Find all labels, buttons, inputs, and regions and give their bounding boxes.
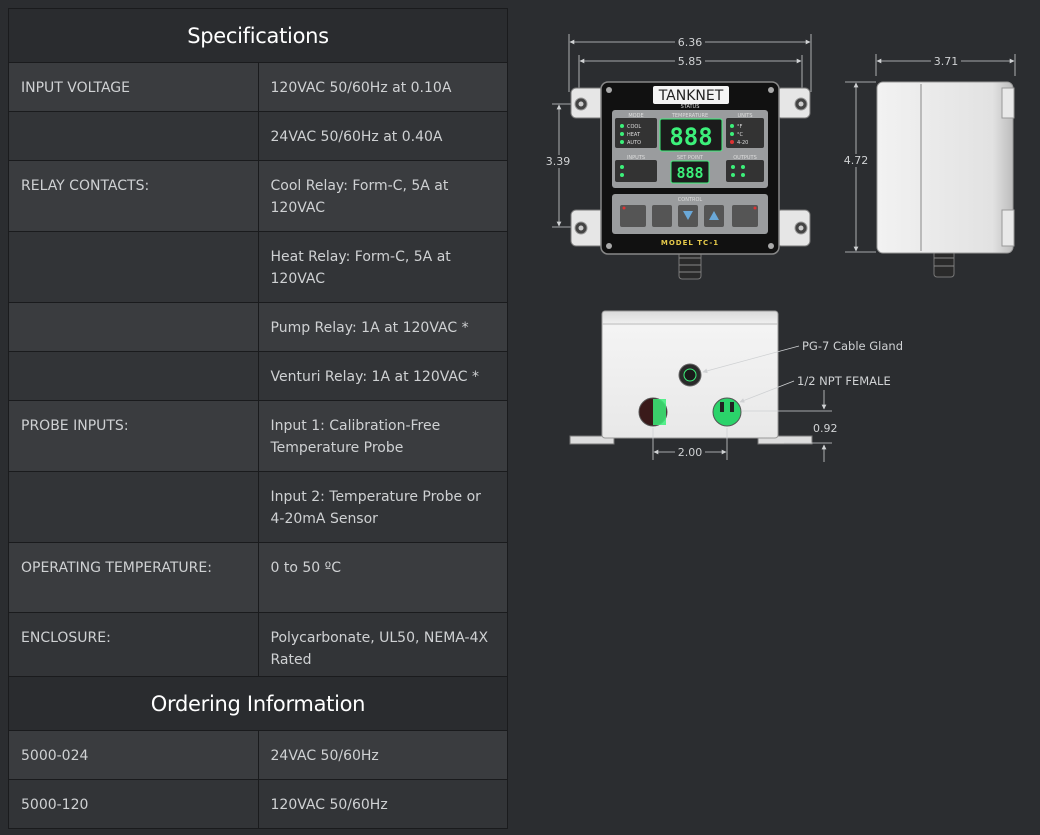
dim-height: 4.72 [844,154,869,167]
outputs-label: OUTPUTS [733,155,757,161]
table-row: Input 2: Temperature Probe or 4-20mA Sen… [8,471,508,543]
row-value: 0 to 50 ºC [257,542,508,613]
row-label: PROBE INPUTS: [8,400,259,472]
control-buttons [620,205,758,227]
ordering-title: Ordering Information [8,676,508,731]
row-value: Pump Relay: 1A at 120VAC * [257,302,508,352]
dim-depth: 3.71 [934,55,959,68]
row-value: Polycarbonate, UL50, NEMA-4X Rated [257,612,508,684]
table-row: ENCLOSURE:Polycarbonate, UL50, NEMA-4X R… [8,612,508,684]
row-value: 24VAC 50/60Hz at 0.40A [257,111,508,161]
table-row: Pump Relay: 1A at 120VAC * [8,302,508,352]
mount-tab [570,87,811,247]
specifications-title: Specifications [8,8,508,63]
dim-mount-height: 3.39 [546,155,571,168]
brand-logo: TANKNET [658,88,724,104]
dim-overall-width: 6.36 [678,36,703,49]
temperature-display: 888 [669,123,712,151]
status-label: STATUS [681,104,700,110]
npt-callout: 1/2 NPT FEMALE [797,374,891,388]
units-ma: 4-20 [737,140,748,146]
bottom-view: PG-7 Cable Gland 1/2 NPT FEMALE 0.92 2.0… [569,310,903,462]
table-row: 24VAC 50/60Hz at 0.40A [8,111,508,161]
row-value: 120VAC 50/60Hz [257,779,508,829]
table-row: RELAY CONTACTS:Cool Relay: Form-C, 5A at… [8,160,508,232]
row-label [8,471,259,543]
table-row: Heat Relay: Form-C, 5A at 120VAC [8,231,508,303]
row-value: Input 1: Calibration-Free Temperature Pr… [257,400,508,472]
mode-label: MODE [628,113,643,119]
gland-callout: PG-7 Cable Gland [802,339,903,353]
row-value: Heat Relay: Form-C, 5A at 120VAC [257,231,508,303]
dim-spacing: 2.00 [678,446,703,459]
mode-auto: AUTO [627,140,641,146]
front-view: 6.36 5.85 3.39 TA [544,34,812,280]
model-label: MODEL TC-1 [661,239,719,247]
row-label: INPUT VOLTAGE [8,62,259,112]
table-row: PROBE INPUTS:Input 1: Calibration-Free T… [8,400,508,472]
mode-cool: COOL [627,124,641,130]
table-row: OPERATING TEMPERATURE:0 to 50 ºC [8,542,508,613]
table-row: Venturi Relay: 1A at 120VAC * [8,351,508,401]
dim-mount-width: 5.85 [678,55,703,68]
row-value: 120VAC 50/60Hz at 0.10A [257,62,508,112]
row-label: 5000-024 [8,730,259,780]
row-value: 24VAC 50/60Hz [257,730,508,780]
dim-offset: 0.92 [813,422,838,435]
temperature-label: TEMPERATURE [671,113,708,119]
units-label: UNITS [737,113,752,119]
row-value: Cool Relay: Form-C, 5A at 120VAC [257,160,508,232]
inputs-label: INPUTS [627,155,645,161]
control-label: CONTROL [678,197,703,203]
side-view: 3.71 4.72 [842,54,1016,278]
units-f: °F [737,124,743,130]
row-label: RELAY CONTACTS: [8,160,259,232]
row-label [8,231,259,303]
row-label: OPERATING TEMPERATURE: [8,542,259,613]
set-point-label: SET POINT [677,155,704,161]
set-point-display: 888 [676,164,703,182]
row-label: 5000-120 [8,779,259,829]
row-label [8,111,259,161]
dimension-drawings: 6.36 5.85 3.39 TA [544,34,1016,462]
row-value: Venturi Relay: 1A at 120VAC * [257,351,508,401]
row-value: Input 2: Temperature Probe or 4-20mA Sen… [257,471,508,543]
row-label [8,351,259,401]
mode-heat: HEAT [627,132,641,138]
row-label [8,302,259,352]
units-c: °C [737,132,744,138]
row-label: ENCLOSURE: [8,612,259,684]
